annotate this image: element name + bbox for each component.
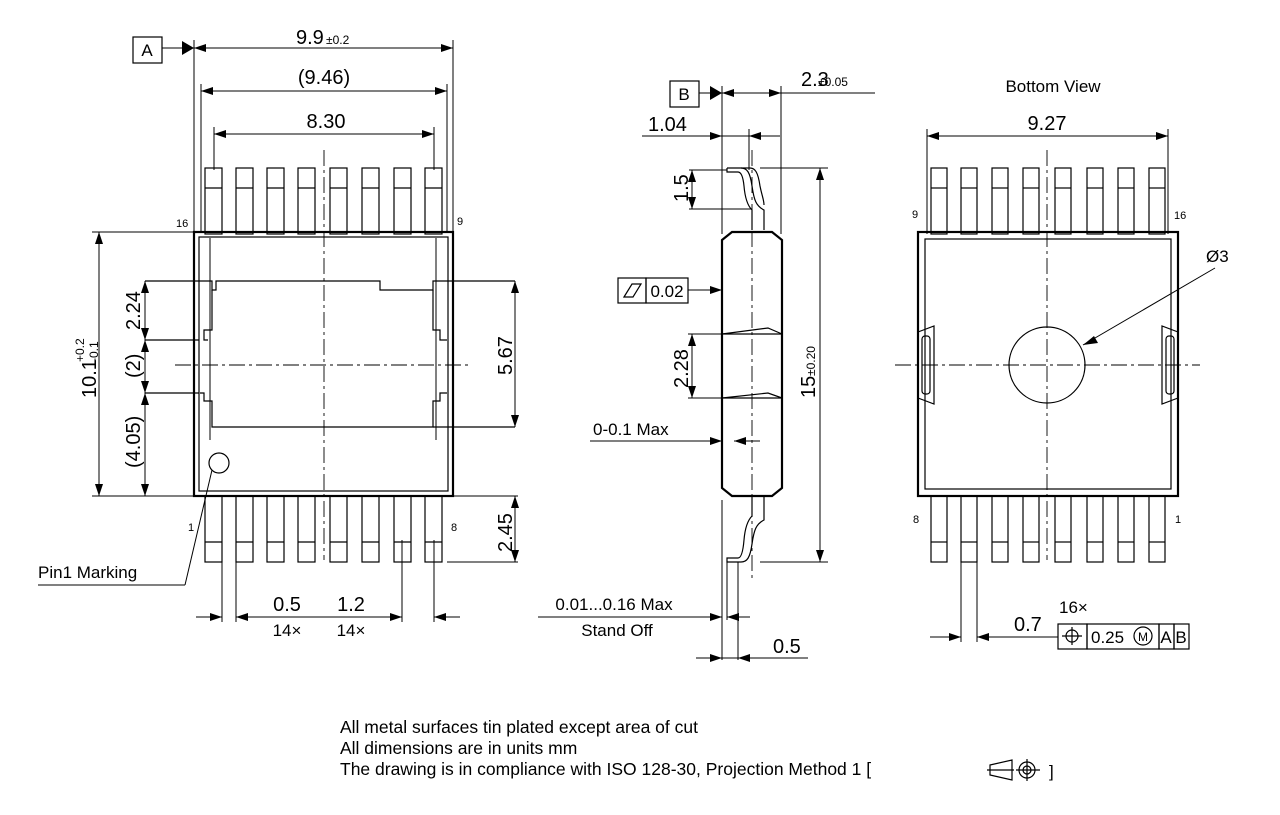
true-position-icon — [1062, 627, 1082, 645]
mmc-modifier-circle — [1133, 626, 1153, 646]
dim-8-30: 8.30 — [307, 111, 346, 133]
dim-2-3-tol: ±0.05 — [818, 75, 848, 89]
bottom-view-bottom-leads — [930, 495, 1166, 563]
pin1-marking-label: Pin1 Marking — [38, 563, 137, 582]
pin-1-label: 1 — [188, 522, 194, 534]
datum-b-label: B — [678, 85, 689, 104]
flatness-callout: 0.02 — [617, 277, 722, 304]
note-line-2: All dimensions are in units mm — [340, 738, 578, 758]
pin-8-label: 8 — [451, 522, 457, 534]
flatness-value: 0.02 — [650, 282, 683, 301]
bottom-pin-8-label: 8 — [913, 514, 919, 526]
pin1-marker — [208, 452, 230, 474]
dim-15: 15 — [798, 376, 820, 398]
dim-2-28: 2.28 — [671, 349, 693, 388]
fcf-datum-b: B — [1175, 628, 1186, 647]
dim-lead-width-count: 14× — [273, 621, 302, 640]
pin-16-label: 16 — [176, 218, 188, 230]
projection-method-icon — [987, 759, 1040, 781]
dim-10-1-tol-plus: +0.2 — [73, 338, 87, 362]
dim-0-0-1-max: 0-0.1 Max — [593, 420, 669, 439]
datum-a-box — [132, 36, 163, 64]
dim-2-45: 2.45 — [495, 513, 517, 552]
dim-1-04: 1.04 — [648, 114, 687, 136]
dim-hole-diameter: Ø3 — [1206, 247, 1229, 266]
notes: All metal surfaces tin plated except are… — [340, 717, 871, 780]
dim-4-05: (4.05) — [123, 416, 145, 468]
flatness-icon — [622, 283, 643, 298]
thermal-hole — [1008, 326, 1086, 404]
pin-9-label: 9 — [457, 216, 463, 228]
side-body-outline — [720, 230, 784, 498]
dim-9-9: 9.9 — [296, 27, 324, 49]
bottom-view-top-leads — [930, 167, 1166, 235]
dim-0-7: 0.7 — [1014, 614, 1042, 636]
dim-1-5: 1.5 — [671, 174, 693, 202]
standoff-label: Stand Off — [581, 621, 653, 640]
dim-pitch-count: 14× — [337, 621, 366, 640]
bottom-leads — [204, 495, 443, 563]
top-leads — [204, 167, 443, 235]
fcf-modifier: M — [1138, 630, 1148, 644]
dim-standoff: 0.01...0.16 Max — [555, 595, 673, 614]
dim-5-67: 5.67 — [495, 336, 517, 375]
side-view: B 2.3 ±0.05 1.04 1.5 — [538, 69, 875, 662]
fcf-tolerance: 0.25 — [1091, 628, 1124, 647]
fcf-datum-a: A — [1160, 628, 1172, 647]
dim-lead-width: 0.5 — [273, 594, 301, 616]
top-body-outline — [192, 230, 455, 498]
dim-2: (2) — [123, 354, 145, 378]
dim-pitch: 1.2 — [337, 594, 365, 616]
position-tolerance-frame: 0.25 M A B — [1057, 623, 1190, 650]
bottom-view: Bottom View 9.27 — [895, 77, 1229, 650]
top-view: A 9.9 ±0.2 (9.46) 8.30 — [38, 27, 519, 640]
dim-2-3: 2.3 — [801, 69, 829, 91]
bottom-pin-16-label: 16 — [1174, 210, 1186, 222]
dim-10-1: 10.1 — [79, 359, 101, 398]
bottom-pin-1-label: 1 — [1175, 514, 1181, 526]
dim-9-46: (9.46) — [298, 67, 350, 89]
datum-a-label: A — [141, 41, 153, 60]
dim-lead-thickness: 0.5 — [773, 636, 801, 658]
bottom-view-title: Bottom View — [1005, 77, 1101, 96]
dim-10-1-tol-minus: -0.1 — [87, 341, 101, 362]
dim-9-9-tol: ±0.2 — [326, 33, 350, 47]
datum-b-box — [669, 80, 700, 108]
note-line-3: The drawing is in compliance with ISO 12… — [340, 759, 872, 779]
dim-9-27: 9.27 — [1028, 113, 1067, 135]
fcf-count: 16× — [1059, 598, 1088, 617]
bottom-body-outline — [916, 230, 1180, 498]
dim-2-24: 2.24 — [123, 291, 145, 330]
projection-bracket-close: ] — [1049, 762, 1054, 781]
dim-15-tol: ±0.20 — [804, 346, 818, 376]
bottom-pin-9-label: 9 — [912, 209, 918, 221]
note-line-1: All metal surfaces tin plated except are… — [340, 717, 698, 737]
